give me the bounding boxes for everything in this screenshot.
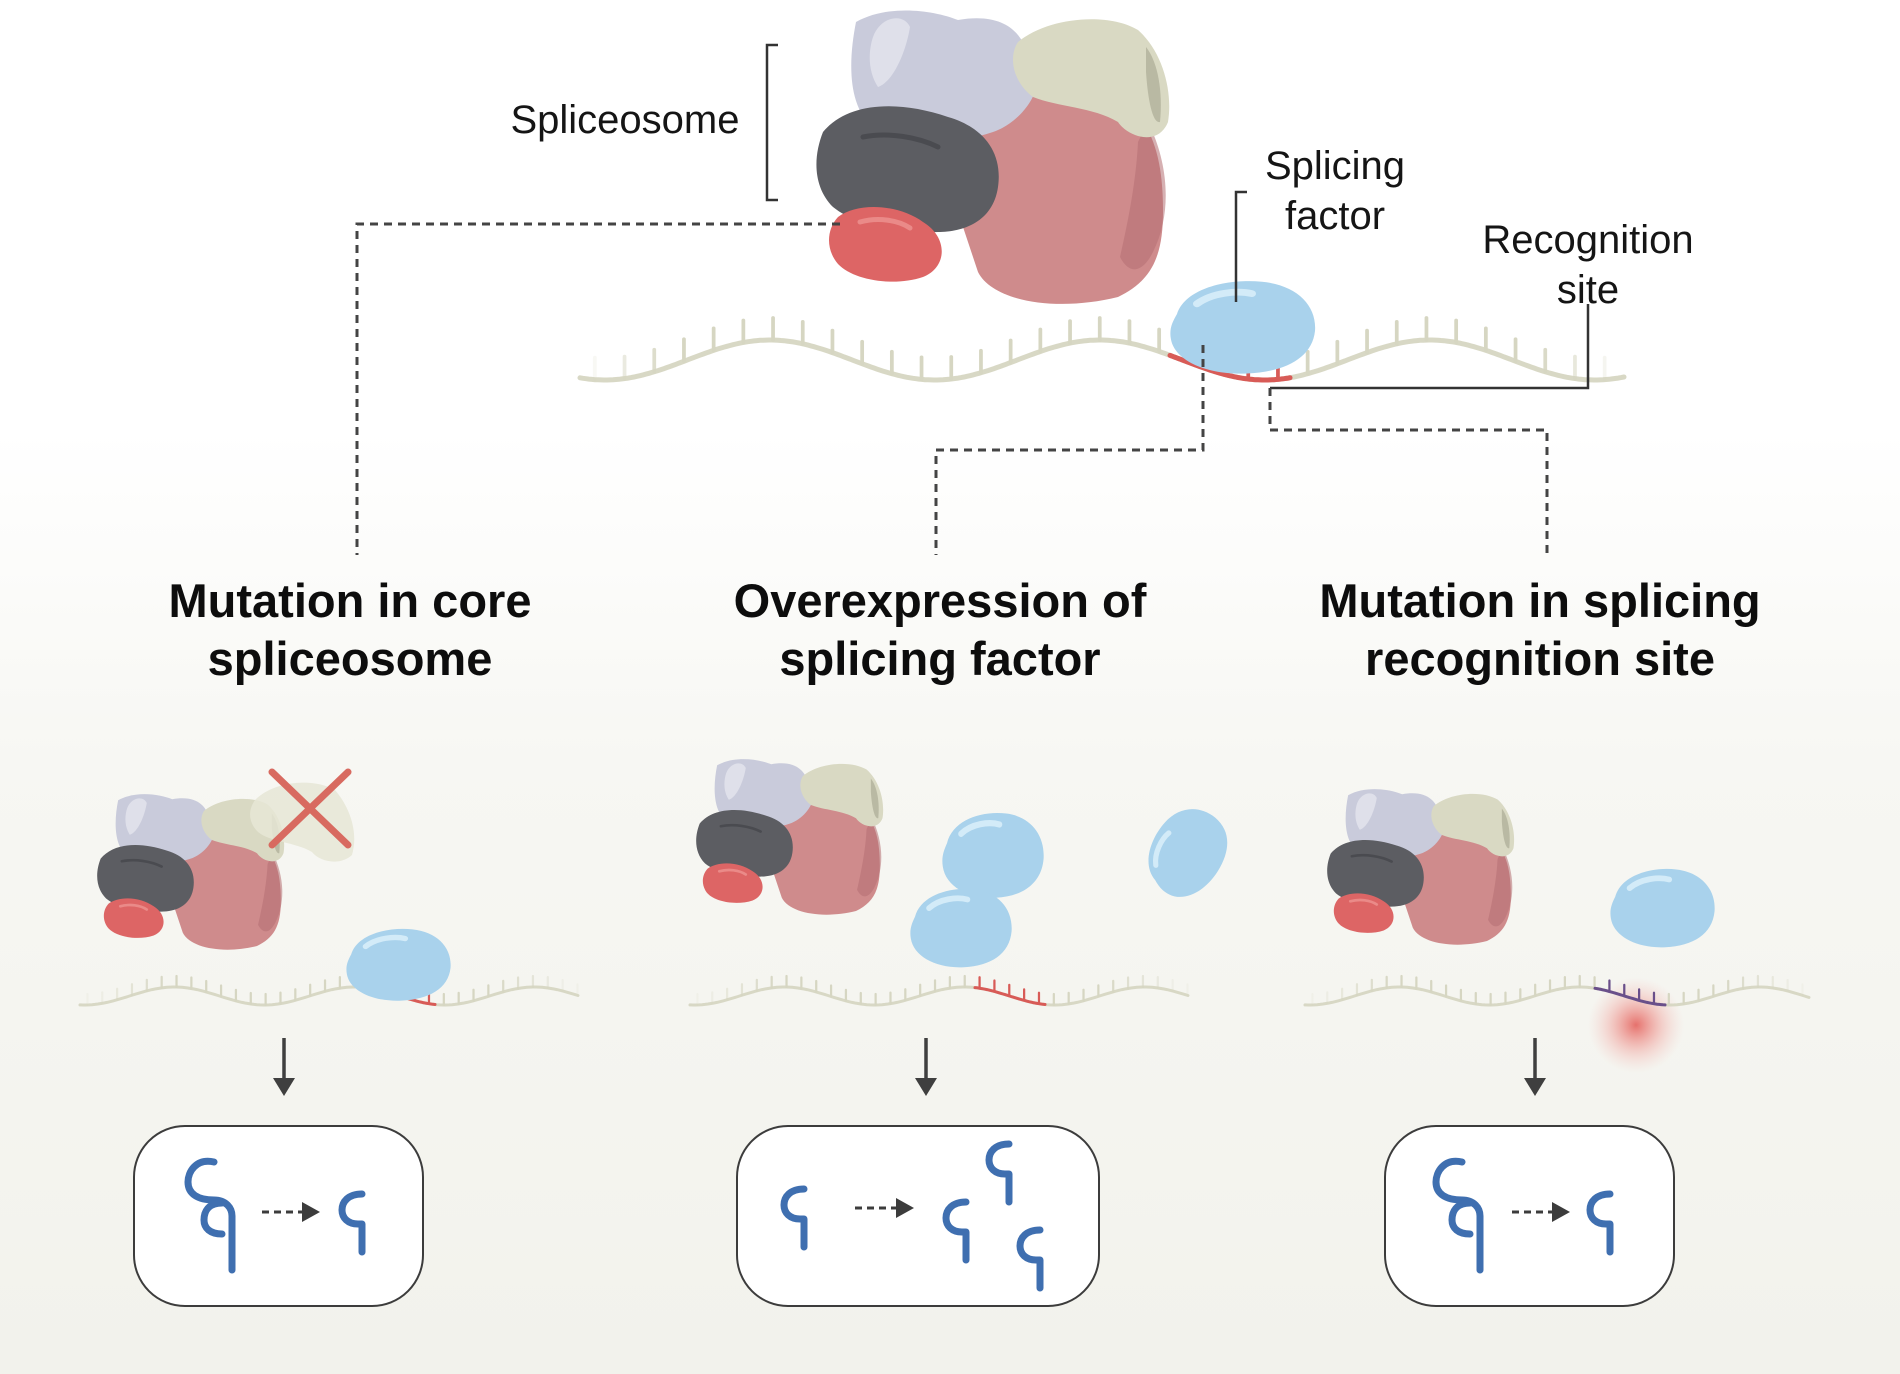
splicing-factor-icon [910, 889, 1011, 967]
rna-strand-icon [78, 974, 580, 1007]
recognition-site-label-line1: Recognition [1482, 218, 1694, 262]
recognition-site-label-line2: site [1556, 268, 1620, 312]
splicing-factor-label-line1: Splicing [1264, 144, 1406, 188]
dashed-arrow-icon [262, 1206, 1556, 1214]
missing-subunit [250, 782, 355, 862]
dashed-arrow-head [302, 1198, 1570, 1222]
panel-title-overexpression-line1: Overexpression of [733, 574, 1147, 627]
red-cross-icon [268, 768, 352, 849]
splicing-factor-icon [346, 929, 450, 1001]
down-arrow-icon [273, 1038, 1546, 1096]
spliceosome-bracket [765, 43, 778, 202]
rna-strand-icon [577, 316, 1627, 383]
dashed-connectors [355, 222, 1549, 555]
splicing-factor-icon [1170, 281, 1315, 374]
mutation-glow [1588, 977, 1684, 1073]
splicing-factor-icon [1132, 795, 1242, 910]
spliceosome-label: Spliceosome [510, 98, 740, 142]
spliceosome-complex-icon [816, 10, 1169, 303]
panel-title-overexpression-line2: splicing factor [779, 632, 1101, 685]
rna-isoform-icon [184, 1144, 1610, 1288]
splicing-factor-icon [1610, 869, 1714, 947]
panel-title-recognition-site-line1: Mutation in splicing [1319, 574, 1761, 627]
rna-strand-icon [1303, 974, 1811, 1007]
splicing-factor-label-line2: factor [1284, 194, 1386, 238]
panel-title-core-spliceosome-line1: Mutation in core [168, 574, 532, 627]
panel-title-recognition-site-line2: recognition site [1365, 632, 1715, 685]
spliceosome-complex-icon [694, 757, 885, 917]
spliceosome-complex-icon [1325, 787, 1516, 947]
rna-strand-icon [688, 974, 1190, 1007]
recognition-site-pointer [1270, 304, 1590, 390]
splicing-factor-pointer [1234, 190, 1247, 302]
splicing-factor-icon [942, 813, 1043, 898]
panel-title-core-spliceosome-line2: spliceosome [207, 632, 493, 685]
